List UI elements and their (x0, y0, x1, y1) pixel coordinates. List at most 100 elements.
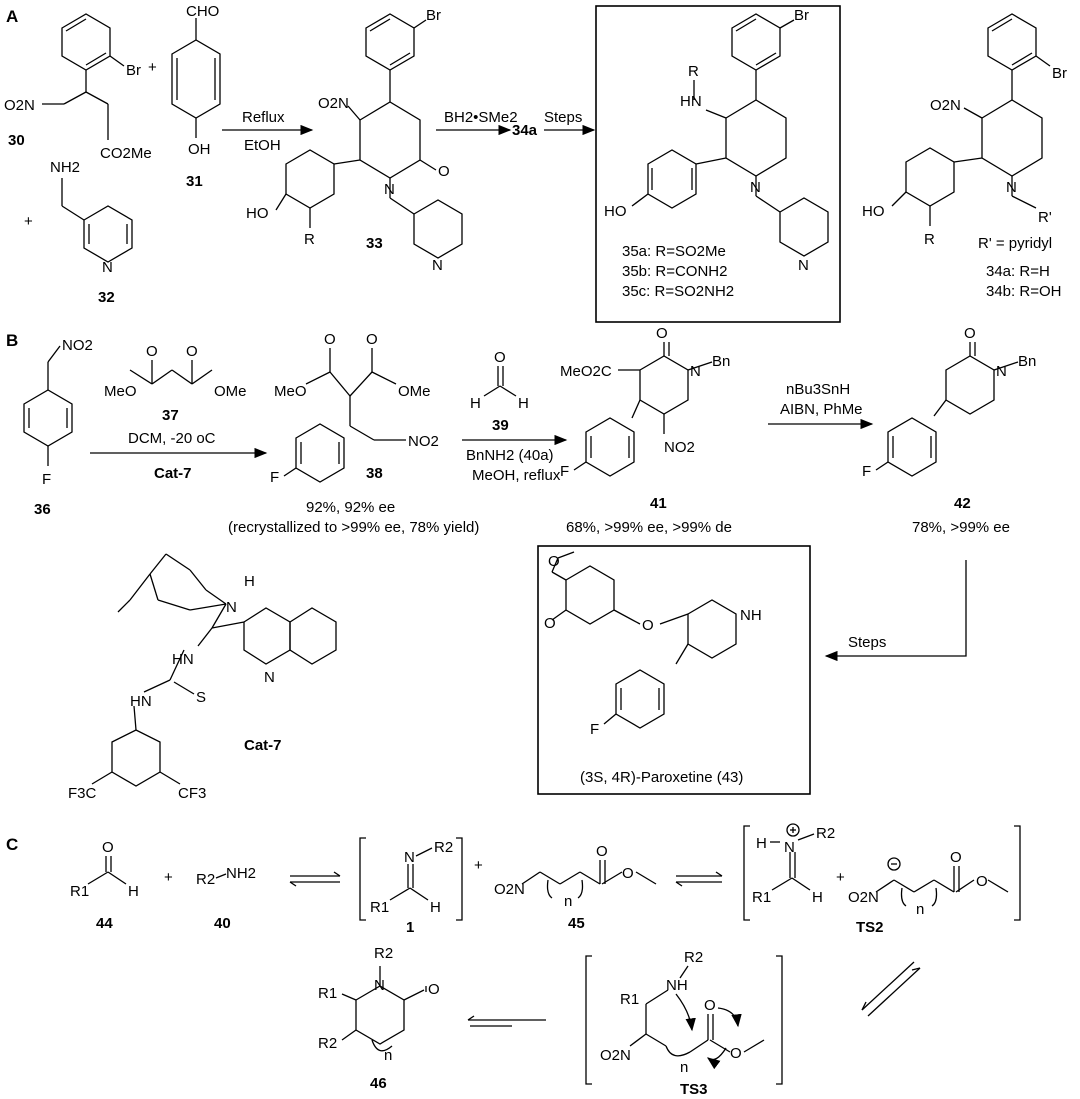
substituent-meo: MeO (274, 383, 307, 400)
section-label-a: A (6, 7, 18, 26)
substituent-no2: O2N (4, 97, 35, 114)
atom-o: O (596, 843, 608, 860)
substituent-r2: R2 (318, 1035, 337, 1052)
atom-o: O (324, 331, 336, 348)
subscript-n: n (916, 901, 924, 918)
substituent-no2: O2N (930, 97, 961, 114)
subscript-n: n (680, 1059, 688, 1076)
plus-sign: + (474, 857, 483, 874)
compound-35-structure (631, 13, 829, 257)
atom-o: O (544, 615, 556, 632)
atom-o: O (102, 839, 114, 856)
compound-42-structure (875, 342, 1019, 477)
compound-number-38: 38 (366, 465, 383, 482)
substituent-f: F (560, 463, 569, 480)
yield-42: 78%, >99% ee (912, 519, 1010, 536)
equilibrium-arrow (675, 871, 723, 887)
arrow-condition-top: BH2•SMe2 (444, 109, 518, 126)
substituent-bn: Bn (1018, 353, 1036, 370)
compound-38-structure (283, 348, 406, 483)
atom-h: H (128, 883, 139, 900)
transition-state-ts2: TS2 (856, 919, 884, 936)
substituent-f: F (590, 721, 599, 738)
substituent-meo: MeO (104, 383, 137, 400)
equilibrium-arrow (861, 961, 921, 1017)
equilibrium-arrow (289, 871, 341, 887)
substituent-f: F (862, 463, 871, 480)
compound-number-31: 31 (186, 173, 203, 190)
substituent-f3c: F3C (68, 785, 97, 802)
substituent-r2: R2 (684, 949, 703, 966)
compound-number-39: 39 (492, 417, 509, 434)
substituent-r1: R1 (370, 899, 389, 916)
atom-n: N (102, 259, 113, 276)
compound-number-42: 42 (954, 495, 971, 512)
compound-34-structure (891, 13, 1051, 226)
compound-number-37: 37 (162, 407, 179, 424)
atom-h: H (244, 573, 255, 590)
compound-33-structure (275, 13, 463, 259)
substituent-cho: CHO (186, 3, 219, 20)
compound-36-structure (23, 345, 73, 466)
atom-o: O (642, 617, 654, 634)
atom-o: O (976, 873, 988, 890)
arrow-condition-top: Reflux (242, 109, 285, 126)
atom-h: H (812, 889, 823, 906)
ts2-structure (743, 823, 1021, 921)
substituent-meo2c: MeO2C (560, 363, 612, 380)
substituent-ome: OMe (398, 383, 431, 400)
substituent-r: R (304, 231, 315, 248)
atom-o: O (186, 343, 198, 360)
substituent-cf3: CF3 (178, 785, 206, 802)
arrow-condition-top: Steps (544, 109, 582, 126)
arrow-condition-bottom: MeOH, reflux (472, 467, 561, 484)
substituent-br: Br (794, 7, 809, 24)
substituent-no2: NO2 (408, 433, 439, 450)
atom-h: H (430, 899, 441, 916)
substituent-o2n: O2N (848, 889, 879, 906)
plus-sign: + (24, 213, 33, 230)
substituent-ho: HO (862, 203, 885, 220)
compound-32-structure (61, 178, 133, 263)
substituent-r1: R1 (318, 985, 337, 1002)
atom-s: S (196, 689, 206, 706)
arrow-condition-top: nBu3SnH (786, 381, 850, 398)
compound-number-32: 32 (98, 289, 115, 306)
atom-nh: NH (740, 607, 762, 624)
substituent-r2: R2 (434, 839, 453, 856)
arrow-condition-top: AIBN, PhMe (780, 401, 863, 418)
substituent-o2n: O2N (600, 1047, 631, 1064)
atom-nh: NH (666, 977, 688, 994)
substituent-r: R (924, 231, 935, 248)
substituent-co2me: CO2Me (100, 145, 152, 162)
substituent-r1: R1 (70, 883, 89, 900)
substituent-r1: R1 (620, 991, 639, 1008)
atom-n: N (996, 363, 1007, 380)
atom-n: N (690, 363, 701, 380)
r-prime-definition: R' = pyridyl (978, 235, 1052, 252)
substituent-ho: HO (604, 203, 627, 220)
equilibrium-arrow (467, 1015, 546, 1027)
substituent-r2: R2 (374, 945, 393, 962)
compound-number-46: 46 (370, 1075, 387, 1092)
atom-h: H (470, 395, 481, 412)
atom-o: O (730, 1045, 742, 1062)
substituent-nh2: NH2 (226, 865, 256, 882)
substituent-br: Br (426, 7, 441, 24)
substituent-oh: OH (188, 141, 211, 158)
subscript-n: n (564, 893, 572, 910)
substituent-br: Br (126, 62, 141, 79)
substituent-no2: O2N (318, 95, 349, 112)
atom-o: O (950, 849, 962, 866)
atom-o: O (964, 325, 976, 342)
compound-number-1: 1 (406, 919, 414, 936)
compound-30-structure (42, 13, 125, 140)
recrystallization-note-38: (recrystallized to >99% ee, 78% yield) (228, 519, 479, 536)
atom-n: N (798, 257, 809, 274)
section-label-b: B (6, 331, 18, 350)
substituent-r1: R1 (752, 889, 771, 906)
substituent-r: R (688, 63, 699, 80)
compound-number-33: 33 (366, 235, 383, 252)
atom-o: O (494, 349, 506, 366)
substituent-nh2: NH2 (50, 159, 80, 176)
